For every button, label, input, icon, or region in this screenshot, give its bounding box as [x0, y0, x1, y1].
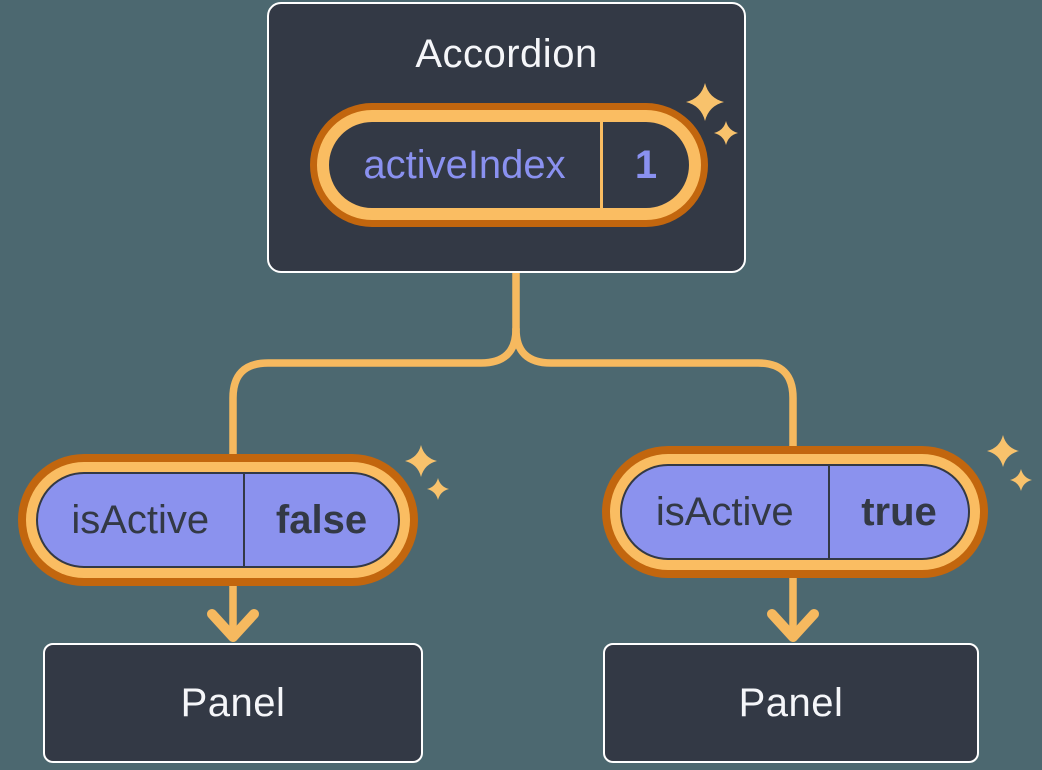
sparkle-icon — [1010, 469, 1032, 491]
prop-pill-label: isActive — [655, 489, 794, 534]
prop-pill-divider — [827, 466, 830, 558]
prop-pill-isactive-right: isActive true — [620, 464, 970, 560]
sparkle-icon — [987, 435, 1019, 467]
state-pill-divider — [600, 122, 603, 208]
prop-pill-isactive-left: isActive false — [36, 472, 400, 568]
state-pill-value: 1 — [634, 142, 658, 187]
panel-title: Panel — [738, 680, 844, 725]
sparkle-icon — [427, 478, 449, 500]
panel-component-box-left: Panel — [43, 643, 423, 763]
state-pill-activeindex: activeIndex 1 — [317, 110, 701, 220]
arrow-down-left-icon — [207, 609, 259, 642]
arrow-down-right-icon — [767, 609, 819, 642]
panel-title: Panel — [180, 680, 286, 725]
accordion-title: Accordion — [415, 32, 598, 76]
prop-pill-label: isActive — [71, 497, 210, 542]
state-pill-label: activeIndex — [363, 142, 566, 187]
prop-pill-value: false — [275, 497, 368, 542]
panel-component-box-right: Panel — [603, 643, 979, 763]
sparkle-icon — [405, 445, 437, 477]
prop-pill-value: true — [861, 489, 937, 534]
